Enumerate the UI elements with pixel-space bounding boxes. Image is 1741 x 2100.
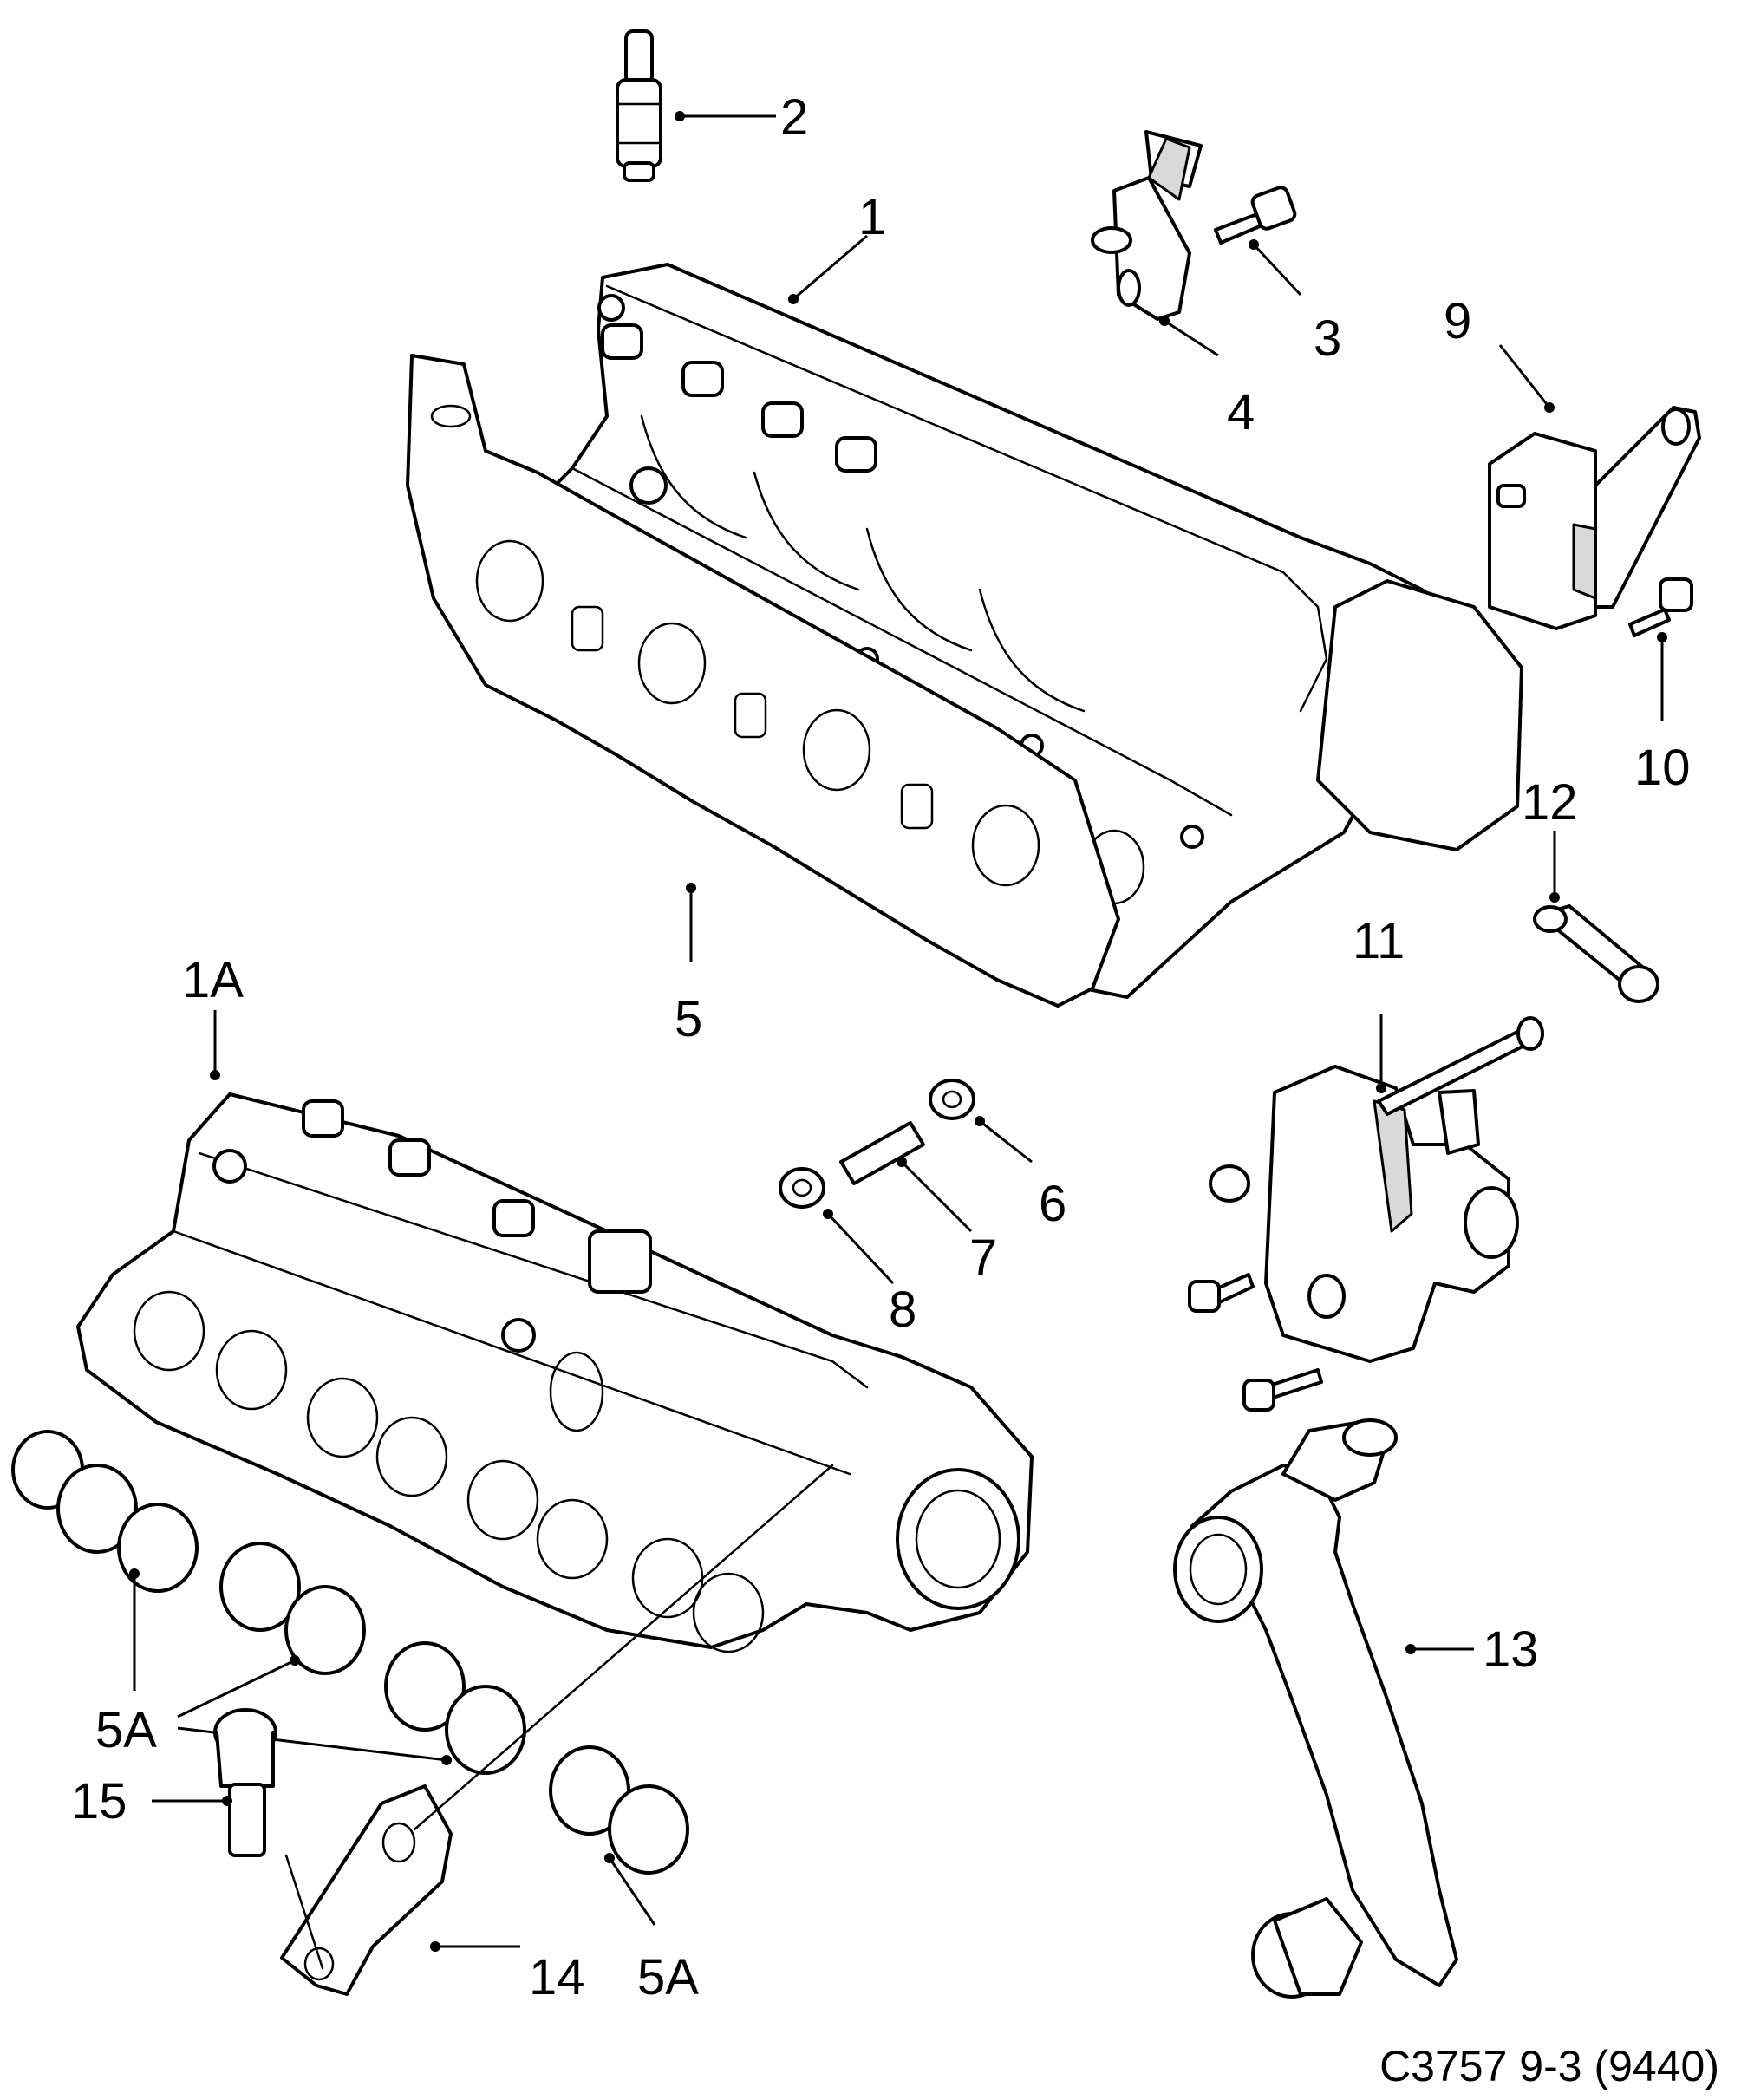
part-13-hose [1173, 1418, 1474, 1999]
callout-1A: 1A [182, 952, 244, 1008]
callout-1: 1 [858, 189, 886, 245]
callout-11: 11 [1353, 913, 1405, 969]
callout-4: 4 [1227, 384, 1255, 440]
callout-12: 12 [1522, 774, 1578, 831]
part-15-torx-bolt [152, 1708, 324, 1970]
part-5A-gaskets [11, 1430, 689, 1926]
callout-10: 10 [1634, 740, 1691, 796]
part-8-washer [779, 1167, 895, 1285]
part-5-manifold-gasket [406, 354, 1120, 1008]
callout-3: 3 [1314, 310, 1341, 367]
part-4-pressure-sensor [1091, 130, 1219, 357]
callout-9: 9 [1444, 293, 1471, 349]
gasket-ring-set-b [219, 1542, 366, 1675]
part-12-clip [1533, 831, 1659, 1003]
callout-5A-left: 5A [95, 1702, 157, 1758]
gasket-ring-set-a [11, 1430, 199, 1593]
gasket-ring-set-d [549, 1745, 689, 1875]
callout-8: 8 [889, 1282, 916, 1338]
callout-2: 2 [780, 89, 808, 146]
part-14-bracket [280, 1464, 834, 1996]
part-1A-intake-manifold [76, 1010, 1034, 1653]
part-9-bracket-module [1488, 344, 1701, 630]
callout-15: 15 [71, 1773, 127, 1829]
callout-14: 14 [529, 1949, 585, 2005]
part-11-throttle-body [1188, 1014, 1544, 1412]
gasket-ring-set-c [384, 1641, 526, 1775]
figure-reference-caption: C3757 9-3 (9440) [1379, 2042, 1719, 2090]
callout-13: 13 [1483, 1621, 1539, 1678]
callout-7: 7 [969, 1229, 997, 1286]
callout-6: 6 [1039, 1176, 1066, 1232]
part-2-nipple-stud [616, 29, 662, 182]
leader-2 [675, 111, 776, 121]
callout-5: 5 [675, 991, 702, 1047]
part-10-bolt [1628, 577, 1693, 721]
part-6-washer [929, 1079, 1033, 1164]
part-7-stud [839, 1121, 973, 1233]
callout-5A-bottom: 5A [637, 1949, 699, 2005]
part-3-bolt [1214, 186, 1302, 297]
